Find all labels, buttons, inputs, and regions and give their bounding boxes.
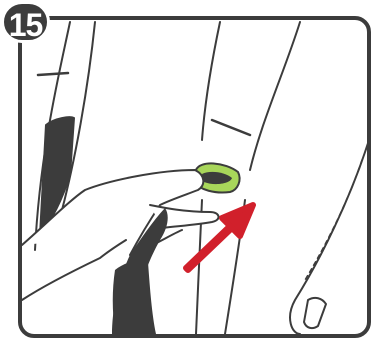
hand-icon — [22, 169, 220, 334]
step-number-badge: 15 — [1, 1, 50, 43]
adjuster-button-icon — [193, 162, 241, 194]
seat-right-contour — [289, 139, 367, 334]
seat-left-contour — [34, 21, 96, 251]
push-arrow-icon — [183, 202, 256, 273]
